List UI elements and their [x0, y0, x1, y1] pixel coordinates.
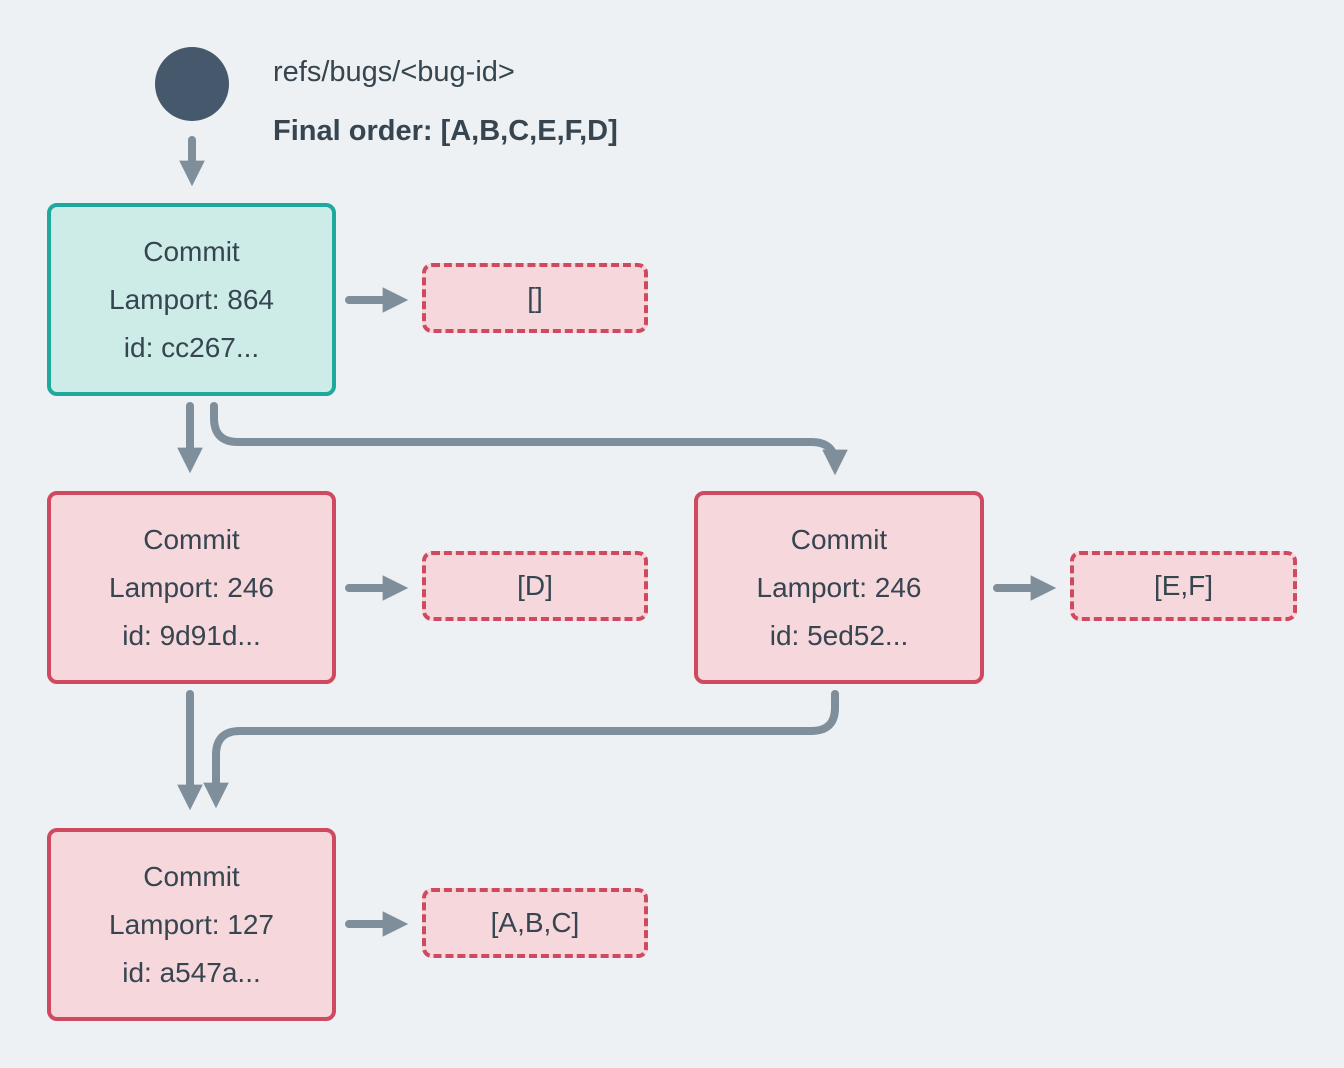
- commit-title: Commit: [143, 523, 240, 555]
- final-order-label: Final order: [A,B,C,E,F,D]: [273, 115, 618, 147]
- operations-list: [A,B,C]: [422, 888, 648, 958]
- edge-commit3-to-commit4: [203, 690, 839, 809]
- commit-title: Commit: [143, 235, 240, 267]
- commit-id: id: 5ed52...: [769, 619, 909, 651]
- commit-id: id: a547a...: [122, 956, 261, 988]
- commit-node: Commit Lamport: 246 id: 9d91d...: [47, 491, 336, 684]
- operations-label: [A,B,C]: [490, 907, 580, 938]
- operations-list: []: [422, 263, 648, 333]
- commit-title: Commit: [790, 523, 888, 555]
- commit-node-head: Commit Lamport: 864 id: cc267...: [47, 203, 336, 396]
- commit-lamport: Lamport: 127: [109, 908, 274, 940]
- edge-commit1-to-commit3: [210, 402, 848, 476]
- commit-lamport: Lamport: 246: [756, 571, 922, 603]
- branch-ref-label: refs/bugs/<bug-id>: [273, 56, 515, 88]
- operations-list: [E,F]: [1070, 551, 1297, 621]
- operations-label: [E,F]: [1153, 570, 1214, 601]
- commit-node: Commit Lamport: 246 id: 5ed52...: [694, 491, 984, 684]
- operations-list: [D]: [422, 551, 648, 621]
- commit-node: Commit Lamport: 127 id: a547a...: [47, 828, 336, 1021]
- commit-lamport: Lamport: 864: [109, 283, 274, 315]
- operations-label: []: [527, 282, 543, 313]
- commit-id: id: cc267...: [123, 331, 260, 363]
- commit-lamport: Lamport: 246: [109, 571, 274, 603]
- branch-ref-node: [155, 47, 229, 121]
- commit-title: Commit: [143, 860, 240, 892]
- commit-id: id: 9d91d...: [122, 619, 261, 651]
- operations-label: [D]: [517, 570, 553, 601]
